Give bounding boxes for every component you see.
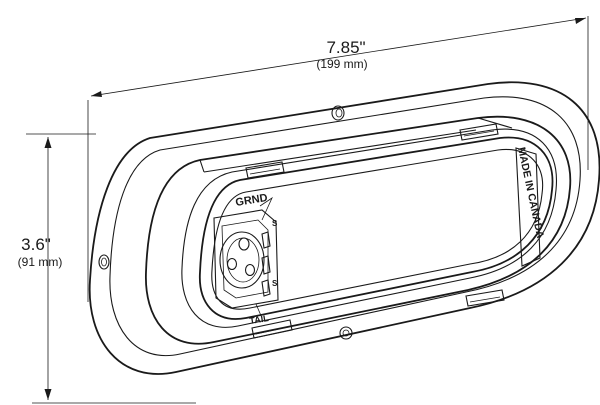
retaining-clip-top-left (245, 161, 285, 179)
tail-label: TAIL (249, 313, 270, 326)
retaining-clip-bottom-left (251, 319, 293, 339)
connector-pin-right (244, 263, 256, 277)
mounting-flange (88, 81, 600, 375)
retaining-clip-bottom-right-detail (469, 296, 501, 303)
retaining-clip-top-right (459, 123, 499, 141)
arrowhead-right (575, 18, 586, 24)
mounting-hole-left (98, 254, 110, 270)
mounting-hole-bottom-inner (342, 329, 350, 337)
height-metric-label: (91 mm) (18, 255, 63, 269)
ground-leader (259, 196, 273, 221)
connector-socket (219, 231, 265, 289)
connector: GRND S S TAIL (213, 192, 279, 326)
grommet-wall-left (199, 159, 205, 173)
grommet-outer-wall (145, 115, 572, 345)
retaining-clip-top-left-detail (249, 168, 281, 175)
connector-terminal-1 (261, 231, 271, 249)
mounting-hole-bottom (339, 326, 353, 340)
grommet-body (145, 115, 572, 345)
stop-label-partial: S (272, 219, 278, 228)
retaining-clip-top-right-detail (463, 130, 495, 137)
flange-inner-edge (109, 96, 581, 357)
mounting-hole-top-inner (335, 108, 343, 118)
turn-label-partial: S (272, 279, 278, 288)
grommet-inner-recess (181, 128, 557, 328)
grommet-wall-right (477, 117, 513, 129)
connector-pin-top (238, 237, 250, 251)
connector-housing-inner (221, 219, 269, 299)
label-plate (515, 147, 541, 267)
connector-socket-inner (226, 237, 260, 283)
retaining-clip-bottom-right (465, 289, 505, 307)
arrowhead-top (44, 137, 52, 148)
lamp-outer-outline (199, 136, 554, 320)
connector-housing (213, 209, 279, 309)
width-imperial-label: 7.85" (326, 38, 365, 57)
lamp-housing: MADE IN CANADA (199, 123, 554, 339)
mounting-hole-top (331, 105, 345, 121)
height-dimension: 3.6" (91 mm) (18, 133, 196, 404)
tail-leader (255, 303, 263, 319)
arrowhead-left (91, 91, 102, 97)
connector-terminal-2 (261, 255, 271, 275)
grommet-top-lip (203, 129, 477, 173)
mounting-hole-left-inner (101, 257, 107, 267)
arrowhead-bottom (44, 389, 52, 400)
connector-terminal-3 (261, 279, 271, 297)
flange-outer-outline (88, 81, 600, 375)
lamp-inner-outline (211, 148, 544, 310)
height-imperial-label: 3.6" (21, 235, 51, 254)
connector-pin-left (226, 257, 238, 271)
width-dimension: 7.85" (199 mm) (87, 16, 589, 302)
retaining-clip-bottom-left-detail (255, 326, 289, 335)
width-dimension-line (90, 17, 587, 97)
ground-label: GRND (235, 192, 269, 209)
width-metric-label: (199 mm) (316, 57, 367, 71)
